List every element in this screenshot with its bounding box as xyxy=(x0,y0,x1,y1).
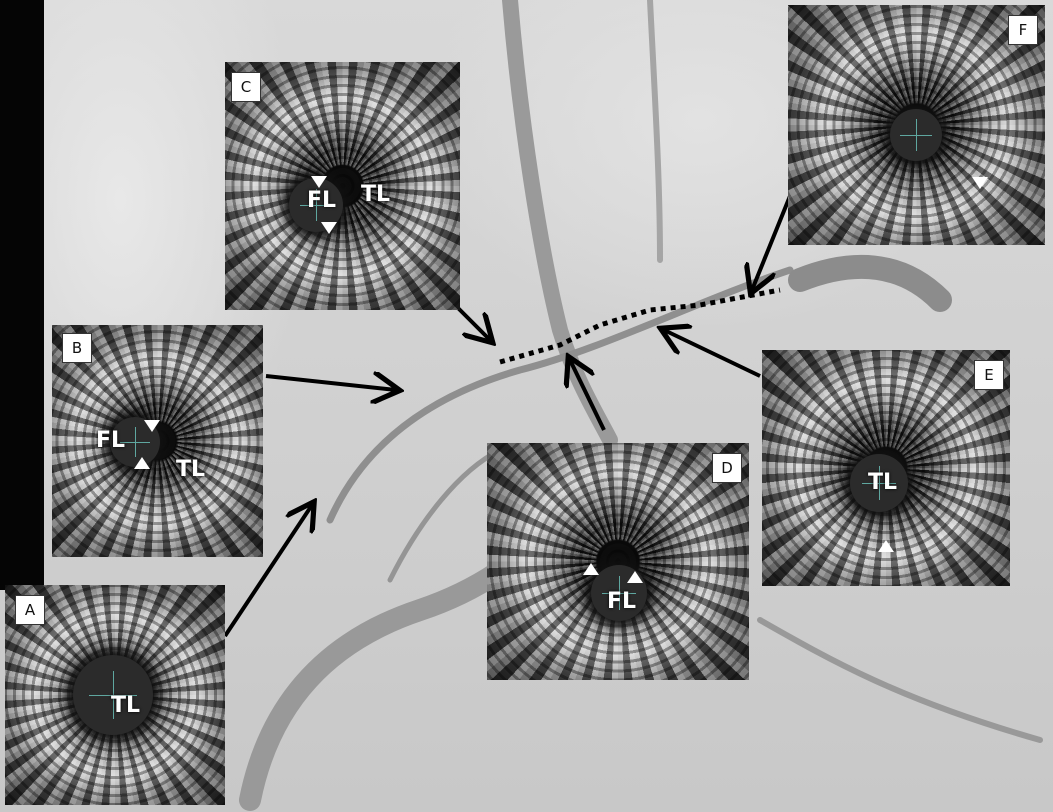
arrowhead-marker xyxy=(311,176,327,188)
arrowhead-marker xyxy=(321,222,337,234)
lumen-label-tl: TL xyxy=(868,470,898,495)
dissection-dotted-line xyxy=(499,287,781,365)
lumen-label-fl: FL xyxy=(96,428,126,453)
ivus-panel-f: F xyxy=(788,5,1045,245)
lumen-label-fl: FL xyxy=(307,188,337,213)
vessel-branch-5 xyxy=(757,617,1043,743)
vessel-branch-1 xyxy=(326,266,794,524)
arrowhead-marker xyxy=(583,563,599,575)
arrow-A xyxy=(223,505,312,638)
panel-label: E xyxy=(974,360,1004,390)
vessel-vertical xyxy=(502,0,618,448)
ivus-panel-b: FL TL B xyxy=(52,325,263,557)
vessel-branch-2 xyxy=(647,0,663,263)
arrow-F xyxy=(752,195,792,290)
arrowhead-marker xyxy=(144,420,160,432)
panel-label: D xyxy=(712,453,742,483)
catheter xyxy=(890,109,942,161)
arrow-E xyxy=(664,330,761,378)
ivus-panel-d: FL D xyxy=(487,443,749,680)
arrowhead-marker xyxy=(878,540,894,552)
ivus-panel-a: TL A xyxy=(5,585,225,805)
panel-label: F xyxy=(1008,15,1038,45)
lumen-label-tl: TL xyxy=(176,457,206,482)
catheter xyxy=(850,454,908,512)
vessel-branch-4 xyxy=(387,447,503,583)
speckle-texture xyxy=(225,62,460,310)
image-border-strip xyxy=(0,0,44,590)
panel-label: A xyxy=(15,595,45,625)
arrowhead-marker xyxy=(972,177,988,189)
panel-label: C xyxy=(231,72,261,102)
ivus-panel-c: FL TL C xyxy=(225,62,460,310)
lumen-label-tl: TL xyxy=(361,182,391,207)
vessel-branch-3 xyxy=(788,254,952,312)
lumen-label-fl: FL xyxy=(607,589,637,614)
arrowhead-marker xyxy=(134,457,150,469)
arrow-B xyxy=(265,376,396,390)
panel-label: B xyxy=(62,333,92,363)
lumen-label-tl: TL xyxy=(111,693,141,718)
ivus-panel-e: TL E xyxy=(762,350,1010,586)
speckle-texture xyxy=(487,443,749,680)
arrowhead-marker xyxy=(627,571,643,583)
catheter xyxy=(73,655,153,735)
arrow-D xyxy=(570,360,606,431)
